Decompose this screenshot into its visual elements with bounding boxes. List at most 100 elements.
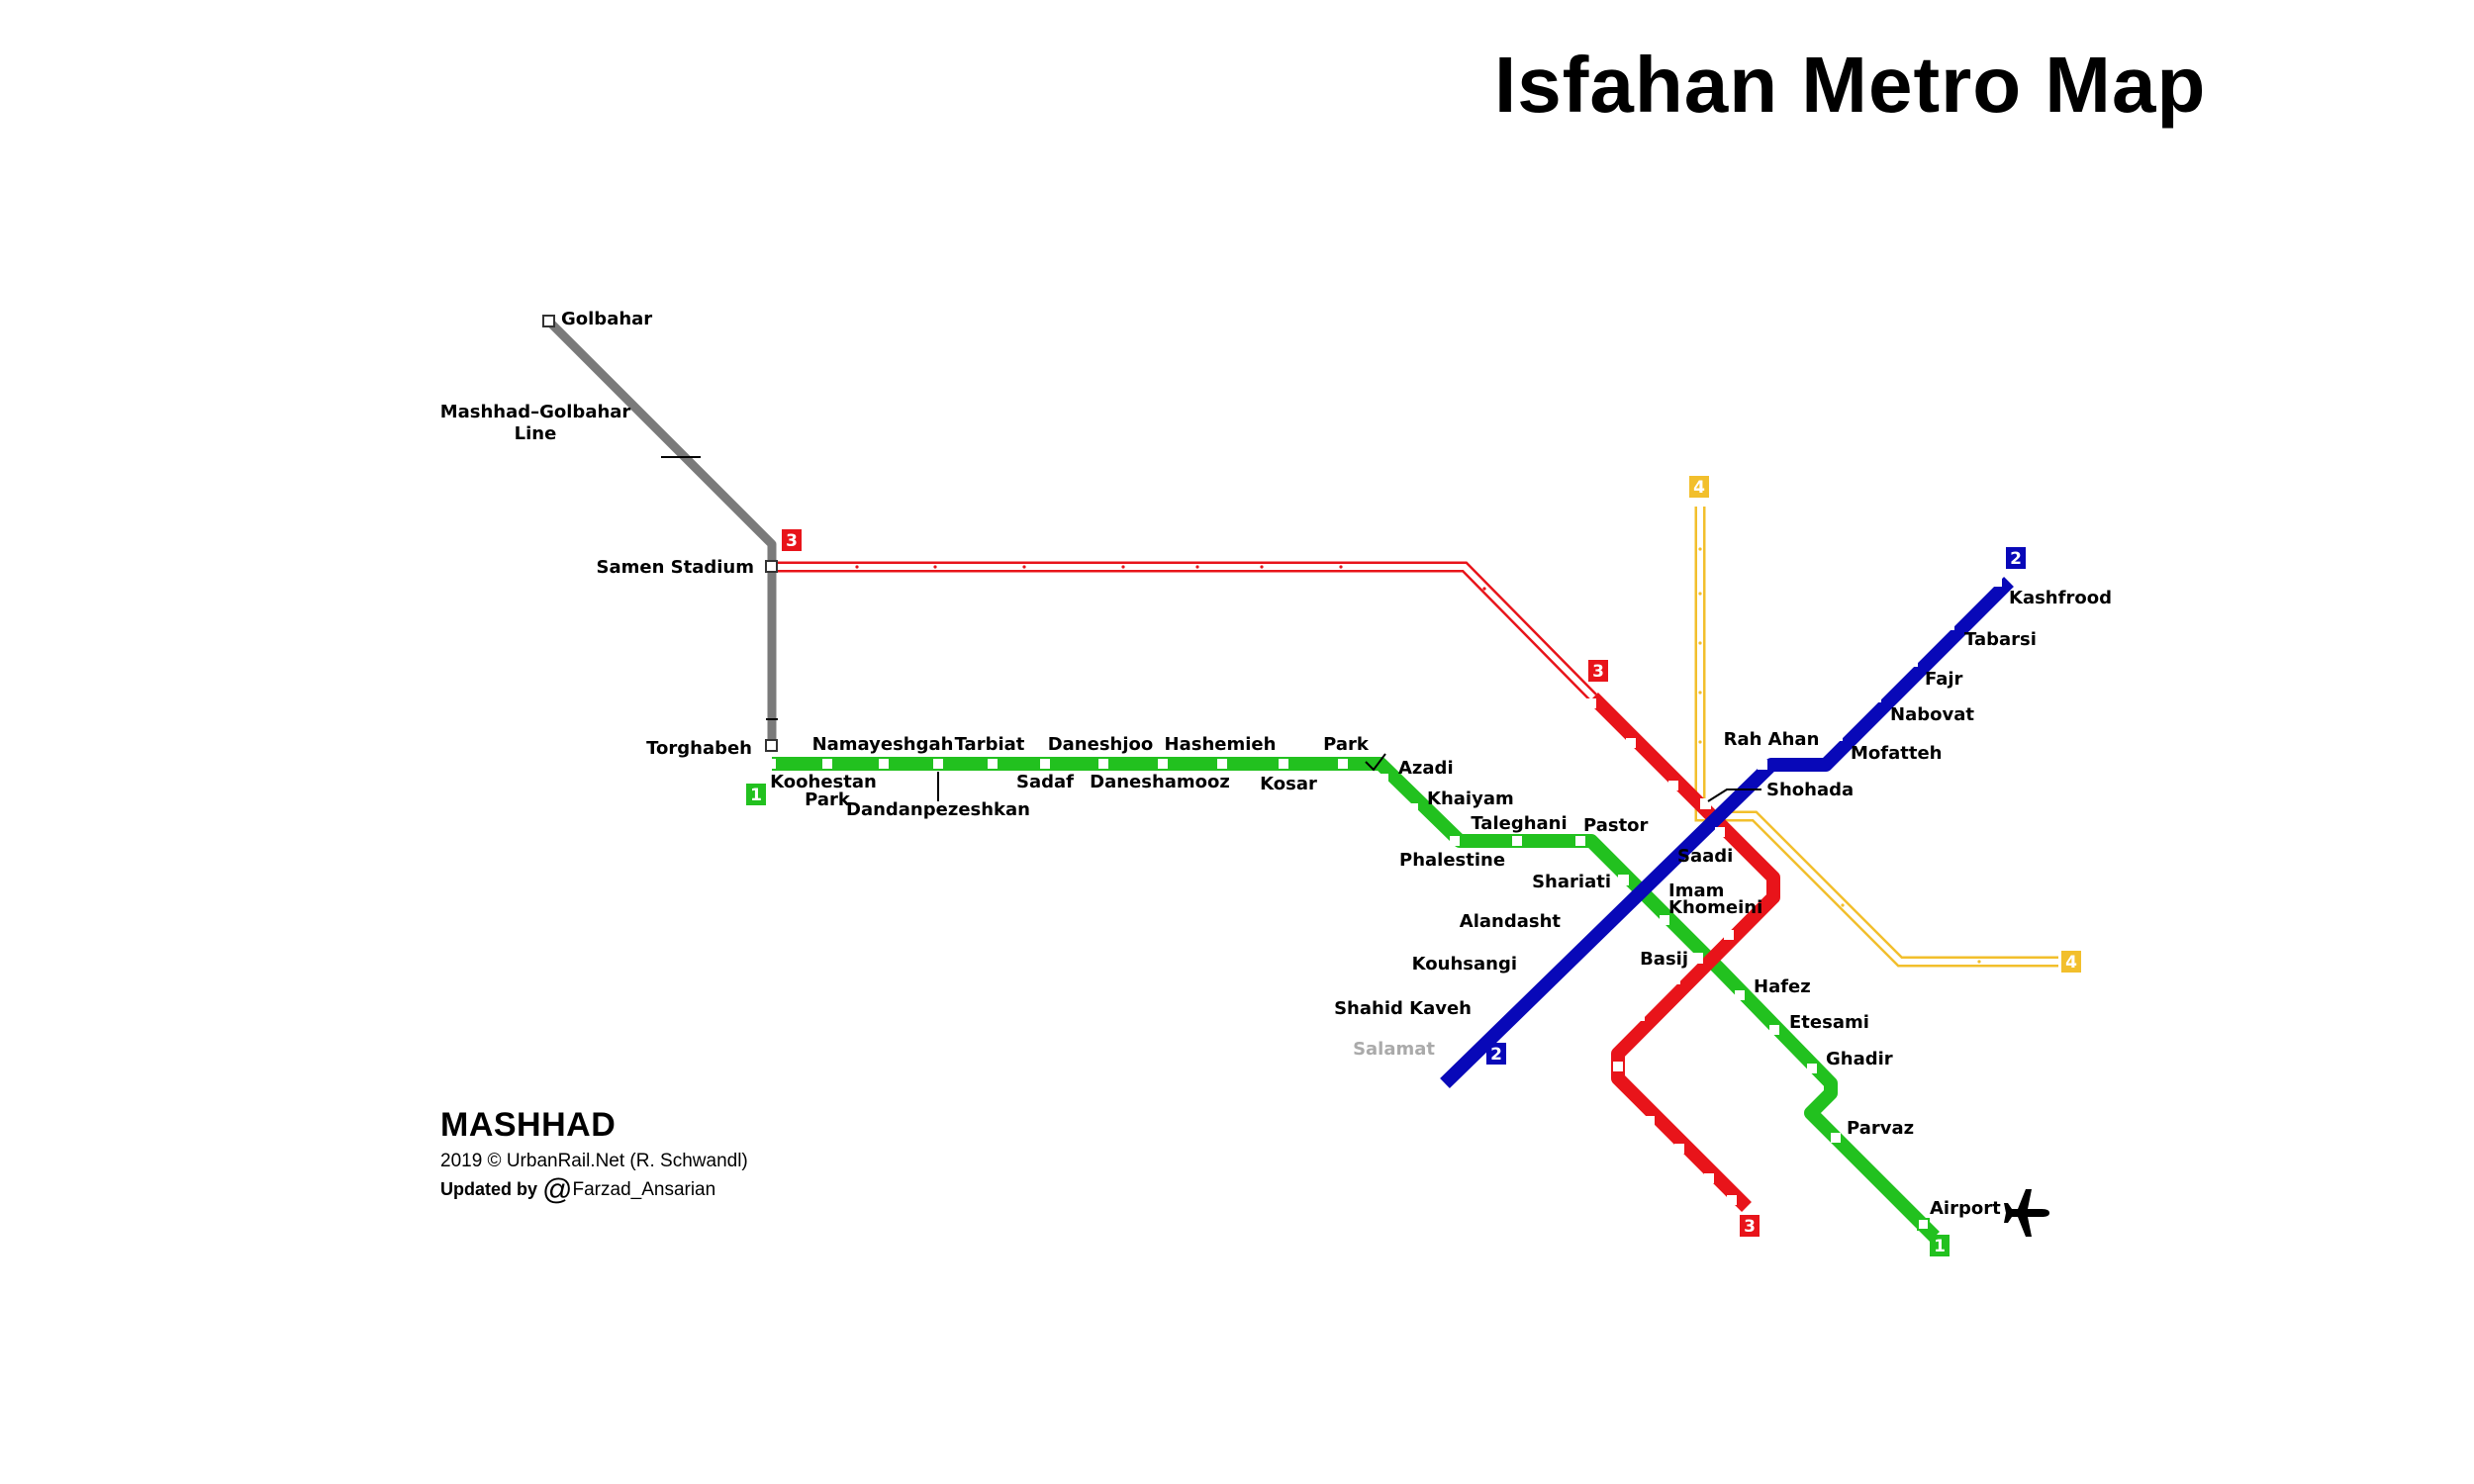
label-park: Park	[1323, 734, 1370, 755]
station-l3-10[interactable]	[1645, 1116, 1655, 1126]
label-nabovat: Nabovat	[1890, 704, 1974, 725]
station-daneshamooz[interactable]	[1158, 759, 1168, 769]
station-l3-1[interactable]	[1586, 698, 1596, 708]
label-daneshamooz: Daneshamooz	[1090, 772, 1230, 792]
label-kashfrood: Kashfrood	[2009, 588, 2112, 608]
station-hashemieh[interactable]	[1217, 759, 1227, 769]
station-l3-11[interactable]	[1674, 1144, 1684, 1154]
station-parvaz[interactable]	[1831, 1133, 1841, 1143]
station-l3-9[interactable]	[1613, 1062, 1623, 1071]
line-3-future-inner	[772, 564, 1596, 700]
label-koohestan-2: Park	[805, 789, 851, 810]
park-crossing	[1365, 753, 1386, 772]
label-shohada: Shohada	[1766, 780, 1854, 800]
label-namayeshgah: Namayeshgah	[812, 734, 954, 755]
station-dandanpezeshkan[interactable]	[933, 759, 943, 769]
station-l3-6[interactable]	[1724, 930, 1734, 940]
badge-line-1-west: 1	[746, 784, 766, 805]
station-dandanpezeshkan-a[interactable]	[879, 759, 889, 769]
station-nabovat[interactable]	[1871, 693, 1881, 702]
label-basij: Basij	[1640, 949, 1688, 970]
station-shahid-kaveh[interactable]	[1476, 1019, 1486, 1029]
station-l3-8[interactable]	[1635, 1011, 1645, 1021]
station-daneshjoo[interactable]	[1098, 759, 1108, 769]
station-park[interactable]	[1338, 759, 1348, 769]
label-khaiyam: Khaiyam	[1427, 788, 1514, 809]
svg-text:3: 3	[786, 531, 798, 551]
station-airport[interactable]	[1917, 1218, 1930, 1231]
station-etesami[interactable]	[1769, 1025, 1779, 1035]
station-golbahar[interactable]	[542, 315, 555, 327]
station-kosar[interactable]	[1279, 759, 1288, 769]
badge-line-1-east: 1	[1930, 1235, 1950, 1256]
station-tarbiat[interactable]	[988, 759, 998, 769]
station-shariati[interactable]	[1618, 875, 1629, 885]
station-pastor[interactable]	[1575, 836, 1585, 846]
label-airport: Airport	[1930, 1198, 2001, 1219]
station-kouhsangi[interactable]	[1522, 974, 1532, 984]
station-koohestan-park[interactable]	[766, 759, 776, 769]
badge-line-2-south: 2	[1486, 1043, 1506, 1065]
stations	[542, 315, 2002, 1231]
station-azadi[interactable]	[1379, 774, 1388, 784]
label-shariati: Shariati	[1532, 872, 1611, 892]
station-l3-3[interactable]	[1668, 781, 1678, 790]
station-l3-4[interactable]	[1715, 827, 1725, 837]
label-kouhsangi: Kouhsangi	[1412, 954, 1517, 974]
station-tabarsi[interactable]	[1945, 620, 1954, 630]
label-saadi: Saadi	[1677, 846, 1733, 867]
station-shohada[interactable]	[1700, 798, 1711, 809]
label-kosar: Kosar	[1260, 774, 1317, 794]
label-ghadir: Ghadir	[1826, 1049, 1893, 1069]
label-hashemieh: Hashemieh	[1165, 734, 1277, 755]
station-torghabeh[interactable]	[765, 739, 778, 752]
svg-text:3: 3	[1592, 662, 1604, 682]
label-khomeini: Khomeini	[1668, 897, 1762, 918]
station-khaiyam[interactable]	[1408, 803, 1418, 813]
svg-text:1: 1	[750, 786, 762, 805]
svg-text:4: 4	[2065, 953, 2077, 973]
station-sadaf[interactable]	[1040, 759, 1050, 769]
label-salamat: Salamat	[1353, 1039, 1435, 1060]
station-salamat[interactable]	[1440, 1057, 1450, 1067]
line-3-track	[1588, 693, 1780, 1212]
updated-by-label: Updated by	[440, 1179, 538, 1199]
svg-text:3: 3	[1744, 1217, 1756, 1237]
station-l3-2[interactable]	[1626, 738, 1636, 748]
label-tabarsi: Tabarsi	[1964, 629, 2037, 650]
label-rah-ahan: Rah Ahan	[1724, 729, 1820, 750]
station-ghadir[interactable]	[1807, 1064, 1817, 1073]
label-etesami: Etesami	[1789, 1012, 1869, 1033]
station-saadi[interactable]	[1661, 834, 1670, 844]
station-rah-ahan[interactable]	[1758, 760, 1767, 770]
line-4-inner	[1697, 507, 2058, 965]
station-l3-7[interactable]	[1670, 974, 1680, 984]
author-handle: Farzad_Ansarian	[572, 1179, 716, 1200]
station-samen-stadium[interactable]	[765, 560, 778, 573]
label-dandanpezeshkan: Dandanpezeshkan	[846, 799, 1030, 820]
label-mofatteh: Mofatteh	[1851, 743, 1943, 764]
station-mofatteh[interactable]	[1833, 731, 1843, 741]
line-3-future-dots	[855, 565, 1486, 591]
station-l3-13[interactable]	[1727, 1195, 1737, 1205]
svg-text:2: 2	[1490, 1045, 1502, 1065]
station-alandasht[interactable]	[1567, 930, 1576, 940]
station-kashfrood[interactable]	[1992, 577, 2002, 587]
station-l3-12[interactable]	[1704, 1173, 1714, 1183]
station-basij[interactable]	[1692, 953, 1703, 964]
label-samen-stadium: Samen Stadium	[597, 557, 755, 578]
station-fajr[interactable]	[1908, 657, 1918, 667]
label-alandasht: Alandasht	[1460, 911, 1562, 932]
line-4	[1694, 507, 2058, 968]
station-taleghani[interactable]	[1512, 836, 1522, 846]
station-namayeshgah[interactable]	[822, 759, 832, 769]
station-imam-khomeini[interactable]	[1660, 915, 1669, 925]
line-4-dots	[1698, 547, 1981, 964]
station-hafez[interactable]	[1735, 990, 1745, 1000]
label-sadaf: Sadaf	[1016, 772, 1074, 792]
label-hafez: Hafez	[1754, 976, 1811, 997]
badge-line-3-south: 3	[1740, 1215, 1760, 1237]
label-grey-line-1: Mashhad–Golbahar	[440, 402, 631, 422]
station-phalestine[interactable]	[1450, 836, 1460, 846]
